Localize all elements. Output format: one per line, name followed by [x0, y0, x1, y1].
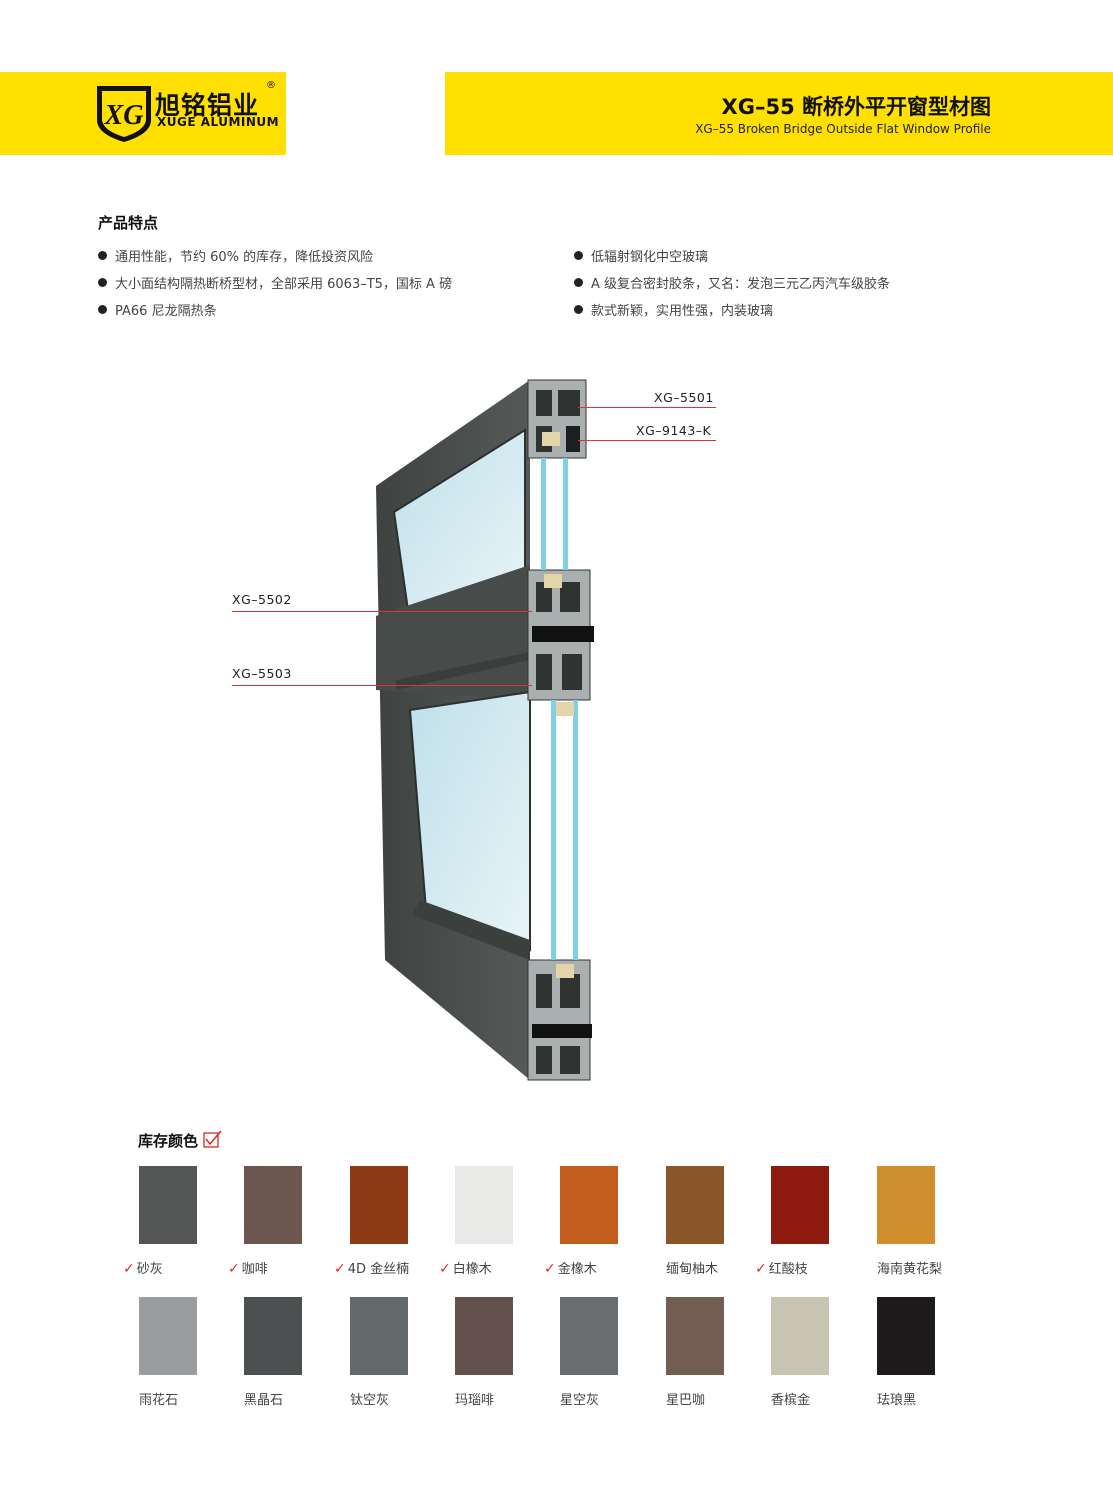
- glass-edge-upper-b: [563, 458, 568, 570]
- stock-check-icon: ✓: [544, 1261, 556, 1277]
- color-swatch: [455, 1166, 513, 1244]
- feature-item: A 级复合密封胶条，又名：发泡三元乙丙汽车级胶条: [574, 273, 890, 292]
- gasket-bottom: [556, 964, 574, 978]
- brand-name-en: XUGE ALUMINUM: [157, 115, 280, 129]
- color-swatch-label: 黑晶石: [244, 1393, 284, 1408]
- bullet-icon: [574, 278, 583, 287]
- color-swatch: [244, 1166, 302, 1244]
- callout-line-9143k: [578, 440, 716, 441]
- color-swatch: [771, 1166, 829, 1244]
- color-swatch: [455, 1297, 513, 1375]
- color-swatch: [560, 1166, 618, 1244]
- color-swatch: [350, 1297, 408, 1375]
- color-swatch: [139, 1166, 197, 1244]
- svg-text:XG: XG: [104, 100, 144, 131]
- stock-check-icon: ✓: [755, 1261, 767, 1277]
- color-swatch-label: ✓咖啡: [228, 1261, 268, 1277]
- stock-check-icon: ✓: [123, 1261, 135, 1277]
- feature-item: 低辐射钢化中空玻璃: [574, 246, 708, 265]
- color-swatch-label: 香槟金: [771, 1393, 811, 1408]
- glass-edge-lower-a: [551, 700, 556, 960]
- window-profile-illustration: [376, 379, 594, 1081]
- callout-label-9143k: XG–9143–K: [636, 423, 712, 438]
- callout-label-5502: XG–5502: [232, 592, 292, 607]
- brand-name-cn: 旭铭铝业: [155, 91, 260, 120]
- color-swatch: [139, 1297, 197, 1375]
- stock-check-icon: ✓: [334, 1261, 346, 1277]
- color-swatch-label: 雨花石: [139, 1393, 179, 1408]
- brand-registered-mark: ®: [266, 80, 276, 91]
- callout-line-5501: [578, 407, 716, 408]
- bullet-icon: [98, 305, 107, 314]
- callout-line-5503: [232, 685, 532, 686]
- color-swatch-label: 缅甸柚木: [666, 1262, 719, 1277]
- color-swatch: [666, 1297, 724, 1375]
- feature-item: 大小面结构隔热断桥型材，全部采用 6063–T5，国标 A 磅: [98, 273, 452, 292]
- bullet-icon: [574, 251, 583, 260]
- color-swatch-label: 海南黄花梨: [877, 1262, 943, 1277]
- feature-item: 通用性能，节约 60% 的库存，降低投资风险: [98, 246, 373, 265]
- color-swatch: [244, 1297, 302, 1375]
- gasket-lower: [556, 702, 574, 716]
- callout-label-5501: XG–5501: [654, 390, 714, 405]
- feature-item: 款式新颖，实用性强，内装玻璃: [574, 300, 773, 319]
- callout-label-5503: XG–5503: [232, 666, 292, 681]
- color-swatch-label: ✓4D 金丝楠: [334, 1261, 410, 1277]
- feature-item: PA66 尼龙隔热条: [98, 300, 217, 319]
- glass-edge-upper-a: [541, 458, 546, 570]
- page-title-cn: XG–55 断桥外平开窗型材图: [721, 95, 991, 119]
- color-swatch-label: 玛瑙啡: [455, 1393, 495, 1408]
- color-swatch: [560, 1297, 618, 1375]
- color-swatch: [350, 1166, 408, 1244]
- color-swatch: [771, 1297, 829, 1375]
- color-swatch-label: 星巴咖: [666, 1393, 706, 1408]
- stock-check-icon: ✓: [228, 1261, 240, 1277]
- color-swatch-label: ✓白橡木: [439, 1261, 492, 1277]
- glass-edge-lower-b: [573, 700, 578, 960]
- page-title-en: XG–55 Broken Bridge Outside Flat Window …: [695, 122, 991, 136]
- callout-line-5502: [232, 611, 532, 612]
- color-swatch: [877, 1297, 935, 1375]
- check-box-icon: [203, 1130, 222, 1148]
- color-swatch: [877, 1166, 935, 1244]
- bullet-icon: [98, 251, 107, 260]
- bullet-icon: [98, 278, 107, 287]
- color-swatch-label: 珐琅黑: [877, 1393, 917, 1408]
- color-swatch-label: 钛空灰: [350, 1393, 390, 1408]
- brand-logo: XG: [97, 86, 151, 142]
- header-band-right: [445, 72, 1113, 155]
- color-swatch-label: ✓砂灰: [123, 1261, 163, 1277]
- colors-heading: 库存颜色: [138, 1130, 223, 1151]
- color-swatch-label: 星空灰: [560, 1393, 600, 1408]
- gasket-middle: [544, 574, 562, 588]
- gasket-top: [542, 432, 560, 446]
- color-swatch-label: ✓红酸枝: [755, 1261, 808, 1277]
- color-swatch: [666, 1166, 724, 1244]
- stock-check-icon: ✓: [439, 1261, 451, 1277]
- color-swatch-label: ✓金橡木: [544, 1261, 597, 1277]
- bullet-icon: [574, 305, 583, 314]
- features-heading: 产品特点: [98, 214, 159, 232]
